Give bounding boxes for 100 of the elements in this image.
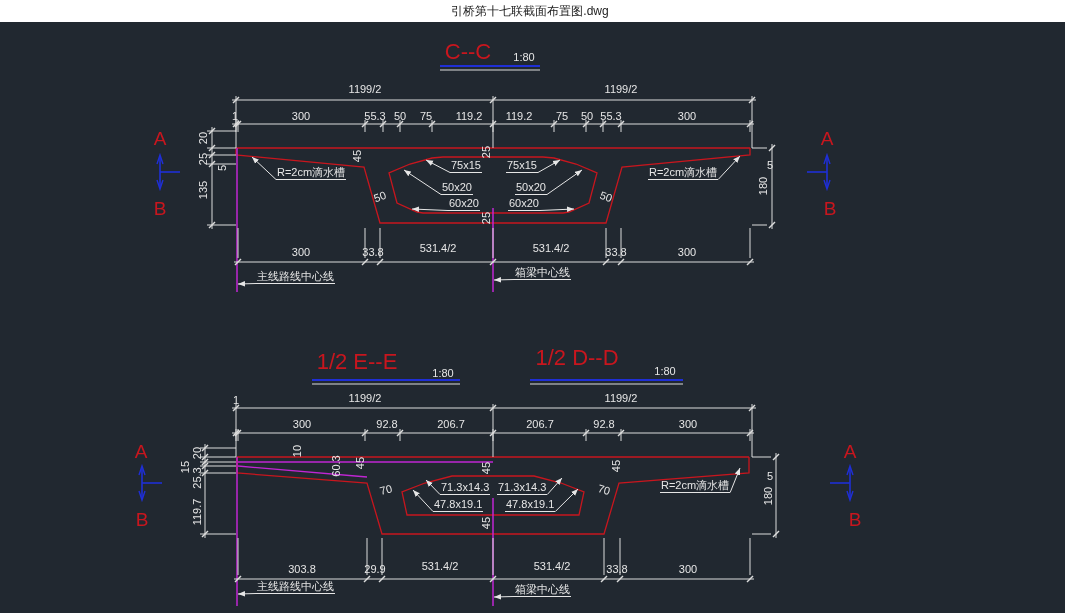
dimension-value: 50 bbox=[580, 110, 594, 122]
leader-line bbox=[237, 281, 257, 287]
dimension-value: 1199/2 bbox=[604, 83, 638, 95]
dimension-value: 45 bbox=[354, 456, 366, 470]
chamfer-label: 71.3x14.3 bbox=[497, 482, 548, 495]
section-letter: B bbox=[823, 198, 837, 218]
leader-line bbox=[729, 467, 741, 493]
chamfer-label: 60x20 bbox=[448, 198, 480, 211]
dimension-value: 75 bbox=[419, 110, 433, 122]
section-letter: B bbox=[848, 509, 862, 529]
dimension-value: 5 bbox=[216, 164, 228, 172]
dimension-value: 45 bbox=[610, 459, 622, 473]
dimension-value: 70 bbox=[596, 483, 612, 497]
dimension-value: 55.3 bbox=[364, 110, 386, 122]
dimension-value: 50 bbox=[372, 189, 388, 205]
chamfer-label: 50x20 bbox=[515, 182, 547, 195]
dimension-value: 70 bbox=[378, 483, 394, 497]
dimension-value: 1 bbox=[231, 110, 239, 122]
dimension-value: 119.7 bbox=[191, 498, 203, 526]
scale-label: 1:80 bbox=[432, 367, 454, 379]
centerline-note: 主线路线中心线 bbox=[256, 581, 335, 594]
dimension-value: 45 bbox=[351, 149, 363, 163]
dimension-value: 119.2 bbox=[505, 110, 533, 122]
dimension-value: 206.7 bbox=[526, 418, 554, 430]
leader-line bbox=[493, 277, 515, 283]
dimension-value: 300 bbox=[678, 418, 698, 430]
leader-line bbox=[251, 156, 277, 180]
centerline-note: 箱梁中心线 bbox=[514, 584, 571, 597]
centerline-note: 主线路线中心线 bbox=[256, 271, 335, 284]
dimension-value: 1199/2 bbox=[348, 83, 382, 95]
drip-groove-note: R=2cm滴水槽 bbox=[276, 167, 347, 180]
dimension-value: 1199/2 bbox=[348, 392, 382, 404]
dimension-value: 135 bbox=[197, 180, 209, 200]
section-letter: B bbox=[135, 509, 149, 529]
dimension-value: 531.4/2 bbox=[421, 560, 459, 572]
scale-label: 1:80 bbox=[654, 365, 676, 377]
file-name: 引桥第十七联截面布置图.dwg bbox=[451, 2, 609, 20]
dimension-value: 180 bbox=[757, 176, 769, 196]
dimension-value: 1199/2 bbox=[604, 392, 638, 404]
leader-line bbox=[425, 479, 441, 495]
dimension-value: 1 bbox=[232, 394, 240, 406]
section-letter: B bbox=[153, 198, 167, 218]
chamfer-label: 47.8x19.1 bbox=[433, 499, 484, 512]
dimension-value: 25 bbox=[480, 145, 492, 159]
leader-line bbox=[546, 169, 583, 195]
dimension-value: 300 bbox=[292, 418, 312, 430]
dimension-value: 119.2 bbox=[455, 110, 483, 122]
dimension-value: 29.9 bbox=[364, 563, 386, 575]
scale-label: 1:80 bbox=[513, 51, 535, 63]
dimension-value: 15 bbox=[179, 460, 191, 474]
leader-line bbox=[539, 206, 575, 213]
leader-line bbox=[537, 159, 561, 173]
dimension-value: 300 bbox=[678, 563, 698, 575]
leader-line bbox=[425, 159, 451, 173]
dimension-value: 60.3 bbox=[330, 455, 342, 477]
leader-line bbox=[493, 594, 515, 600]
leader-line bbox=[717, 155, 741, 180]
dimension-value: 55.3 bbox=[600, 110, 622, 122]
dimension-value: 33.8 bbox=[605, 246, 627, 258]
section-title: C--C bbox=[444, 41, 492, 63]
chamfer-label: 71.3x14.3 bbox=[440, 482, 491, 495]
dimension-value: 300 bbox=[677, 110, 697, 122]
chamfer-label: 75x15 bbox=[506, 160, 538, 173]
dimension-value: 33.8 bbox=[606, 563, 628, 575]
section-letter: A bbox=[820, 128, 834, 148]
chamfer-label: 75x15 bbox=[450, 160, 482, 173]
chamfer-label: 60x20 bbox=[508, 198, 540, 211]
chamfer-label: 47.8x19.1 bbox=[505, 499, 556, 512]
dimension-value: 92.8 bbox=[593, 418, 615, 430]
section-title: 1/2 E--E bbox=[316, 351, 398, 373]
dimension-value: 25 bbox=[197, 152, 209, 166]
section-letter: A bbox=[843, 441, 857, 461]
dimension-value: 92.8 bbox=[376, 418, 398, 430]
dimension-value: 531.4/2 bbox=[532, 242, 570, 254]
dimension-value: 206.7 bbox=[437, 418, 465, 430]
leader-line bbox=[412, 489, 434, 512]
dimension-value: 20 bbox=[197, 131, 209, 145]
dimension-value: 45 bbox=[480, 516, 492, 530]
dimension-value: 300 bbox=[291, 246, 311, 258]
dimension-value: 25 bbox=[480, 211, 492, 225]
dimension-value: 5 bbox=[766, 470, 774, 482]
section-letter: A bbox=[153, 128, 167, 148]
leader-line bbox=[403, 169, 442, 195]
section-title: 1/2 D--D bbox=[535, 347, 619, 369]
centerline-note: 箱梁中心线 bbox=[514, 267, 571, 280]
dimension-value: 300 bbox=[291, 110, 311, 122]
dimension-value: 50 bbox=[598, 189, 614, 205]
leader-line bbox=[554, 488, 579, 512]
dimension-value: 45 bbox=[480, 461, 492, 475]
dimension-value: 10 bbox=[291, 444, 303, 458]
dimension-value: 531.4/2 bbox=[419, 242, 457, 254]
dimension-value: 180 bbox=[762, 486, 774, 506]
leader-line bbox=[411, 206, 449, 213]
dimension-value: 20 bbox=[191, 446, 203, 460]
drip-groove-note: R=2cm滴水槽 bbox=[648, 167, 719, 180]
dimension-value: 5 bbox=[766, 159, 774, 171]
dimension-value: 50 bbox=[393, 110, 407, 122]
dimension-value: 33.8 bbox=[362, 246, 384, 258]
drip-groove-note: R=2cm滴水槽 bbox=[660, 480, 731, 493]
dimension-value: 75 bbox=[555, 110, 569, 122]
